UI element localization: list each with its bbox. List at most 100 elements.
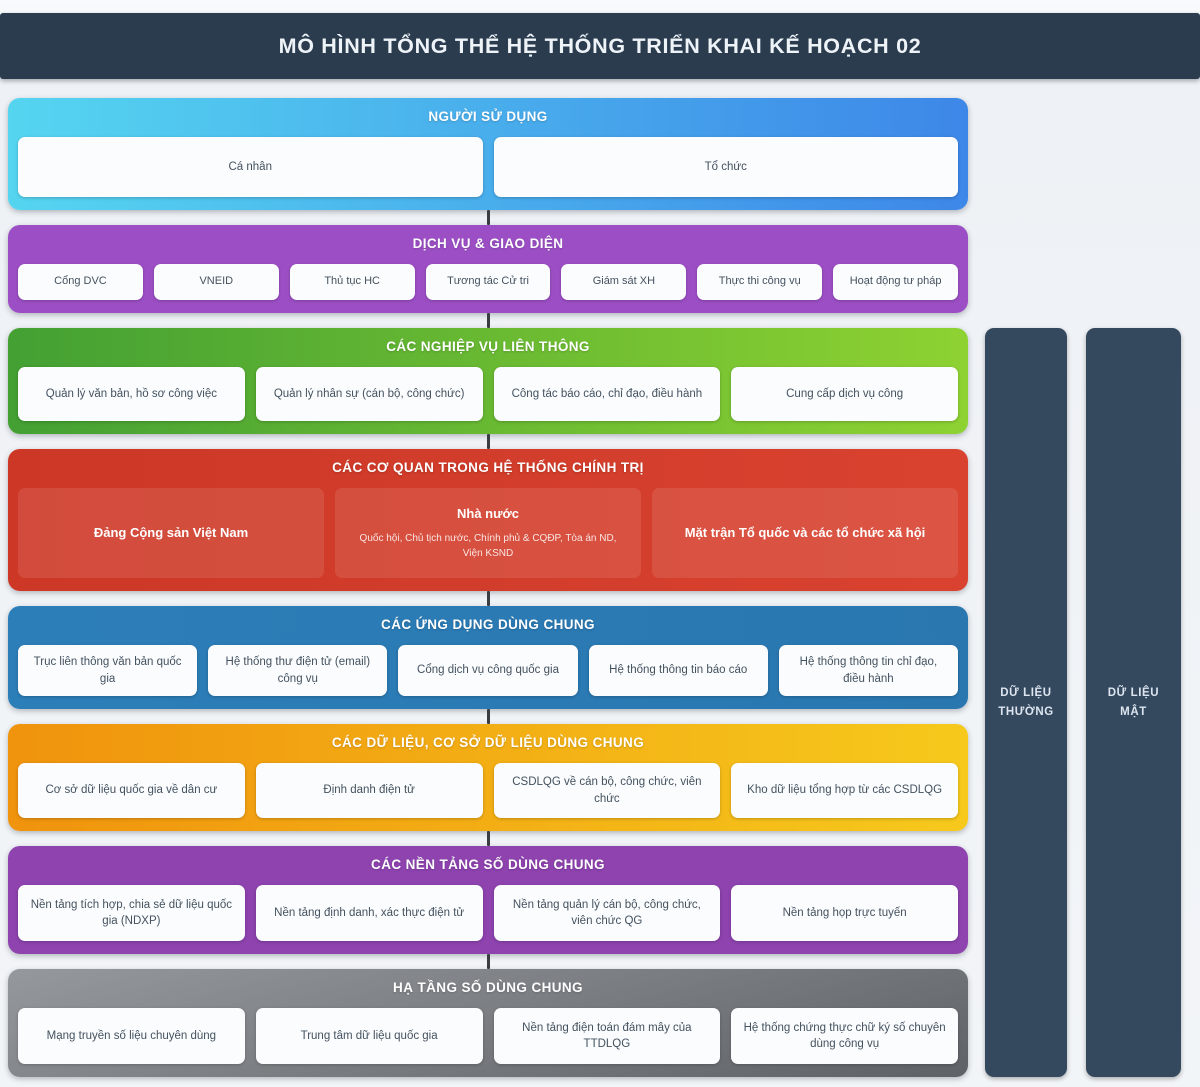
- diagram-node: Thực thi công vụ: [697, 264, 823, 300]
- diagram-node-label: Thực thi công vụ: [718, 275, 801, 288]
- diagram-node-label: Kho dữ liệu tổng hợp từ các CSDLQG: [747, 784, 943, 797]
- band-title: CÁC NGHIỆP VỤ LIÊN THÔNG: [386, 339, 590, 354]
- band-cac-ung-dung-dung-chung: CÁC ỨNG DỤNG DÙNG CHUNG Trục liên thông v…: [8, 606, 968, 709]
- diagram-node: Mạng truyền số liệu chuyên dùng: [18, 1008, 245, 1064]
- diagram-node-label: VNEID: [199, 275, 234, 288]
- band-title: NGƯỜI SỬ DỤNG: [428, 109, 548, 124]
- diagram-node-label: Mạng truyền số liệu chuyên dùng: [46, 1029, 217, 1042]
- band-title: DỊCH VỤ & GIAO DIỆN: [412, 236, 564, 251]
- diagram-node: Nền tảng định danh, xác thực điện tử: [255, 885, 483, 941]
- diagram-node-label: Đảng Cộng sản Việt Nam: [93, 524, 249, 540]
- diagram-node-label: Mặt trận Tổ quốc và các tổ chức xã hội: [684, 524, 926, 540]
- band-title: CÁC DỮ LIỆU, CƠ SỞ DỮ LIỆU DÙNG CHUNG: [331, 735, 645, 750]
- diagram-node: Quản lý nhân sự (cán bộ, công chức): [255, 367, 483, 421]
- diagram-node-label: Quản lý nhân sự (cán bộ, công chức): [273, 387, 465, 400]
- diagram-node-label: Trục liên thông văn bản quốc gia: [33, 656, 182, 685]
- diagram-node-label: Hoạt động tư pháp: [849, 275, 942, 288]
- band-dich-vu-giao-dien: DỊCH VỤ & GIAO DIỆN Cổng DVC VNEID Thủ tục …: [8, 225, 968, 313]
- diagram-node: VNEID: [153, 264, 279, 300]
- connector-line: [486, 313, 490, 328]
- diagram-node-label: Cổng dịch vụ công quốc gia: [417, 664, 559, 677]
- diagram-node-label: Cung cấp dịch vụ công: [786, 387, 904, 400]
- band-cac-nen-tang-so-dung-chung: CÁC NỀN TẢNG SỐ DÙNG CHUNG Nền tảng tích …: [8, 846, 968, 954]
- diagram-node: Nền tảng họp trực tuyến: [731, 885, 958, 941]
- side-bar-label: DỮ LIỆU THƯỜNG: [998, 686, 1054, 718]
- side-bar-du-lieu-mat: DỮ LIỆU MẬT: [1086, 328, 1181, 1077]
- diagram-node: Cổng DVC: [18, 264, 143, 300]
- diagram-node: Hệ thống chứng thực chữ ký số chuyên dùn…: [731, 1008, 958, 1064]
- diagram-node: Quản lý văn bản, hồ sơ công việc: [18, 367, 245, 421]
- diagram-node: Công tác báo cáo, chỉ đạo, điều hành: [493, 367, 721, 421]
- diagram-node: Trục liên thông văn bản quốc gia: [18, 645, 198, 696]
- diagram-node: Hoạt động tư pháp: [833, 264, 959, 300]
- connector-line: [486, 591, 490, 606]
- diagram-node-label: Hệ thống thông tin chỉ đạo, điều hành: [799, 656, 938, 685]
- connector-line: [486, 831, 490, 846]
- diagram-node: Hệ thống thông tin báo cáo: [588, 645, 768, 696]
- diagram-node: CSDLQG về cán bộ, công chức, viên chức: [493, 763, 721, 818]
- diagram-node-label: Định danh điện tử: [323, 784, 415, 797]
- diagram-node-label: Cá nhân: [228, 160, 272, 173]
- diagram-node-label: Quản lý văn bản, hồ sơ công việc: [45, 387, 217, 400]
- band-nguoi-su-dung: NGƯỜI SỬ DỤNG Cá nhân Tổ chức: [8, 98, 968, 210]
- band-row: Nền tảng tích hợp, chia sẻ dữ liệu quốc …: [18, 885, 958, 941]
- band-row: Cá nhân Tổ chức: [18, 137, 958, 197]
- band-title: CÁC ỨNG DỤNG DÙNG CHUNG: [381, 617, 595, 632]
- connector-line: [486, 954, 490, 969]
- connector-line: [486, 434, 490, 449]
- diagram-node-label: Giám sát XH: [592, 275, 656, 288]
- diagram-node: Nền tảng tích hợp, chia sẻ dữ liệu quốc …: [18, 885, 245, 941]
- band-cac-co-quan-trong-he-thong-chinh-tri: CÁC CƠ QUAN TRONG HỆ THỐNG CHÍNH TRỊ Đảng…: [8, 449, 968, 591]
- diagram-node-label: Nhà nước: [457, 506, 519, 522]
- title-bar: MÔ HÌNH TỔNG THỂ HỆ THỐNG TRIỂN KHAI KẾ …: [0, 13, 1200, 79]
- band-title: HẠ TẦNG SỐ DÙNG CHUNG: [393, 980, 583, 995]
- diagram-node: Định danh điện tử: [255, 763, 483, 818]
- diagram-node-label: Hệ thống thông tin báo cáo: [609, 664, 748, 677]
- side-bar-label: DỮ LIỆU MẬT: [1107, 686, 1160, 718]
- diagram-node: Hệ thống thư điện tử (email) công vụ: [208, 645, 388, 696]
- band-ha-tang-so-dung-chung: HẠ TẦNG SỐ DÙNG CHUNG Mạng truyền số liệu…: [8, 969, 968, 1077]
- diagram-node: Nền tảng quản lý cán bộ, công chức, viên…: [493, 885, 721, 941]
- diagram-node-sublabel: Quốc hội, Chủ tịch nước, Chính phủ & CQĐ…: [359, 532, 617, 559]
- diagram-node-label: Hệ thống chứng thực chữ ký số chuyên dùn…: [743, 1021, 946, 1050]
- page-title: MÔ HÌNH TỔNG THỂ HỆ THỐNG TRIỂN KHAI KẾ …: [278, 33, 922, 58]
- diagram-node: Cổng dịch vụ công quốc gia: [398, 645, 578, 696]
- band-cac-nghiep-vu-lien-thong: CÁC NGHIỆP VỤ LIÊN THÔNG Quản lý văn bản,…: [8, 328, 968, 434]
- band-row: Quản lý văn bản, hồ sơ công việc Quản lý …: [18, 367, 958, 421]
- diagram-node: Nền tảng điện toán đám mây của TTDLQG: [493, 1008, 721, 1064]
- diagram-node-label: Công tác báo cáo, chỉ đạo, điều hành: [511, 387, 703, 400]
- diagram-node-label: CSDLQG về cán bộ, công chức, viên chức: [512, 776, 702, 805]
- diagram-node-label: Nền tảng họp trực tuyến: [782, 906, 907, 919]
- connector-line: [486, 210, 490, 225]
- diagram-node: Kho dữ liệu tổng hợp từ các CSDLQG: [731, 763, 958, 818]
- band-cac-du-lieu-co-so-du-lieu-dung-chung: CÁC DỮ LIỆU, CƠ SỞ DỮ LIỆU DÙNG CHUNG Cơ …: [8, 724, 968, 831]
- diagram-node-label: Hệ thống thư điện tử (email) công vụ: [225, 656, 371, 685]
- diagram-node: Tổ chức: [493, 137, 958, 197]
- diagram-node: Thủ tục HC: [289, 264, 415, 300]
- side-bar-du-lieu-thuong: DỮ LIỆU THƯỜNG: [985, 328, 1067, 1077]
- diagram-node: Đảng Cộng sản Việt Nam: [18, 488, 324, 578]
- diagram-node-label: Tương tác Cử tri: [447, 275, 529, 288]
- diagram-node: Cung cấp dịch vụ công: [731, 367, 958, 421]
- diagram-node: Tương tác Cử tri: [425, 264, 551, 300]
- band-row: Trục liên thông văn bản quốc gia Hệ thống…: [18, 645, 959, 696]
- diagram-node-label: Cổng DVC: [54, 275, 107, 288]
- diagram-node-label: Nền tảng định danh, xác thực điện tử: [274, 906, 465, 919]
- diagram-node-label: Thủ tục HC: [324, 275, 380, 288]
- diagram-node-label: Tổ chức: [704, 160, 747, 173]
- diagram-node: Hệ thống thông tin chỉ đạo, điều hành: [778, 645, 959, 696]
- band-title: CÁC CƠ QUAN TRONG HỆ THỐNG CHÍNH TRỊ: [332, 460, 644, 475]
- diagram-node: Trung tâm dữ liệu quốc gia: [255, 1008, 483, 1064]
- diagram-node: Mặt trận Tổ quốc và các tổ chức xã hội: [652, 488, 958, 578]
- band-row: Mạng truyền số liệu chuyên dùng Trung tâm…: [18, 1008, 958, 1064]
- diagram-node-label: Nền tảng tích hợp, chia sẻ dữ liệu quốc …: [30, 898, 233, 927]
- diagram-node: Giám sát XH: [561, 264, 687, 300]
- band-row: Cổng DVC VNEID Thủ tục HC Tương tác Cử tri G…: [18, 264, 959, 300]
- diagram-node-label: Nền tảng điện toán đám mây của TTDLQG: [522, 1021, 692, 1050]
- band-title: CÁC NỀN TẢNG SỐ DÙNG CHUNG: [371, 857, 605, 872]
- diagram-node-label: Nền tảng quản lý cán bộ, công chức, viên…: [512, 898, 701, 927]
